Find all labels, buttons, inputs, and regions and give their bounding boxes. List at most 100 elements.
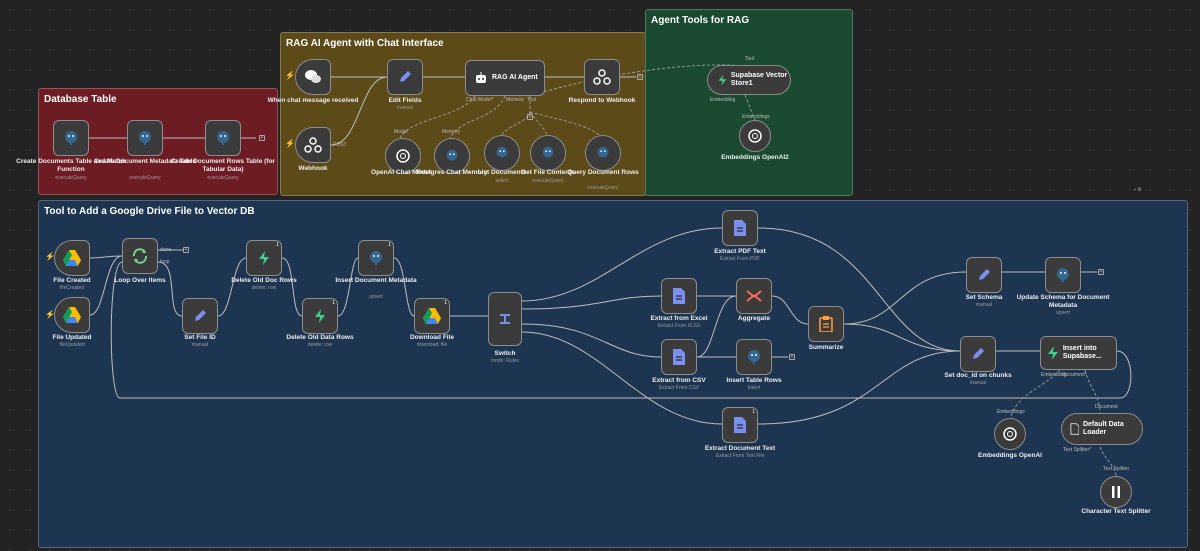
respond-webhook-node[interactable] xyxy=(584,59,620,95)
execution-badge: 1 xyxy=(752,409,755,415)
node-subtitle: select xyxy=(495,178,509,184)
port-label: loop xyxy=(160,259,170,265)
supabase-icon xyxy=(718,74,727,86)
aggregate-node[interactable] xyxy=(736,278,772,314)
extract-excel-node[interactable] xyxy=(661,278,697,314)
pencil-icon xyxy=(979,269,990,280)
sticky-agent-tools[interactable]: Agent Tools for RAG xyxy=(645,9,853,196)
postgres-icon xyxy=(1057,268,1069,282)
trigger-bolt-icon: ⚡ xyxy=(45,310,55,319)
node-label: When chat message received xyxy=(267,97,359,104)
node-subtitle: delete: row xyxy=(307,342,333,348)
switch-node[interactable] xyxy=(488,292,522,346)
extract-pdf-node[interactable] xyxy=(722,210,758,246)
set-schema-node[interactable] xyxy=(966,257,1002,293)
node-subtitle: Extract From XLSX xyxy=(657,323,701,329)
file-created-node[interactable] xyxy=(54,240,90,276)
postgres-icon xyxy=(496,146,508,158)
webhook-node[interactable] xyxy=(295,127,331,163)
pencil-icon xyxy=(195,310,206,321)
create-doc-rows-node[interactable] xyxy=(205,120,241,156)
node-label: Update Schema for Document Metadata xyxy=(1016,294,1110,309)
node-label: File Created xyxy=(53,277,91,284)
add-node-plus-icon[interactable]: + xyxy=(789,354,795,360)
get-file-contents-node[interactable] xyxy=(530,135,566,171)
supabase-vector-store-node[interactable]: Supabase Vector Store1 xyxy=(707,65,791,95)
node-subtitle: delete: row xyxy=(251,285,277,291)
add-tool-plus-icon[interactable]: + xyxy=(527,114,533,120)
embeddings-openai2-node[interactable] xyxy=(739,120,771,152)
create-docs-table-node[interactable] xyxy=(53,120,89,156)
add-node-plus-icon[interactable]: + xyxy=(1098,269,1104,275)
google-drive-icon xyxy=(63,307,81,323)
insert-supabase-node[interactable]: Insert into Supabase... xyxy=(1040,336,1117,370)
extract-file-icon xyxy=(673,288,685,304)
node-subtitle: executeQuery xyxy=(129,175,161,181)
node-label: Summarize xyxy=(808,344,844,351)
sticky-title: Tool to Add a Google Drive File to Vecto… xyxy=(44,206,255,217)
node-subtitle: fileUpdated xyxy=(59,342,85,348)
port-label: Document xyxy=(1095,404,1118,410)
extract-doc-text-node[interactable]: 1 xyxy=(722,407,758,443)
google-drive-icon xyxy=(63,250,81,266)
node-subtitle: upsert xyxy=(1056,310,1070,316)
node-subtitle: mode: Rules xyxy=(490,358,520,364)
edit-fields-node[interactable] xyxy=(387,59,423,95)
webhook-icon xyxy=(593,69,611,85)
embeddings-openai-node[interactable] xyxy=(994,418,1026,450)
supabase-icon xyxy=(259,251,269,265)
postgres-icon xyxy=(139,131,151,145)
update-schema-node[interactable] xyxy=(1045,257,1081,293)
loop-over-items-node[interactable] xyxy=(122,238,158,274)
delete-old-data-rows-node[interactable]: 1 xyxy=(302,298,338,334)
node-subtitle: Extract From Text File xyxy=(715,453,765,459)
openai-icon xyxy=(748,129,762,143)
port-label: Model xyxy=(394,129,408,135)
file-updated-node[interactable] xyxy=(54,297,90,333)
node-label: Set File ID xyxy=(184,334,216,341)
insert-table-rows-node[interactable] xyxy=(736,339,772,375)
node-label: Create Document Rows Table (for Tabular … xyxy=(171,158,275,173)
node-label: Insert Table Rows xyxy=(726,377,782,384)
node-label: Delete Old Doc Rows xyxy=(231,277,297,284)
execution-badge: 1 xyxy=(444,300,447,306)
switch-icon xyxy=(500,314,510,324)
robot-icon xyxy=(476,72,486,83)
set-doc-id-node[interactable] xyxy=(960,336,996,372)
default-data-loader-node[interactable]: Default Data Loader xyxy=(1061,413,1143,445)
canvas-control-icon[interactable]: ▪ ⚙ xyxy=(1134,187,1142,193)
delete-old-doc-rows-node[interactable]: 1 xyxy=(246,240,282,276)
webhook-icon xyxy=(304,137,322,153)
node-subtitle: download: file xyxy=(416,342,448,348)
node-subtitle: manual xyxy=(396,105,414,111)
port-label: Embedding xyxy=(710,97,736,103)
port-label: Embeddings xyxy=(742,114,770,120)
openai-icon xyxy=(1003,427,1017,441)
node-label: Switch xyxy=(494,350,516,357)
add-node-plus-icon[interactable]: + xyxy=(183,247,189,253)
execution-badge: 1 xyxy=(276,242,279,248)
set-file-id-node[interactable] xyxy=(182,298,218,334)
query-doc-rows-node[interactable] xyxy=(585,135,621,171)
splitter-icon xyxy=(1112,486,1120,498)
supabase-icon xyxy=(315,309,325,323)
download-file-node[interactable]: 1 xyxy=(414,298,450,334)
chat-trigger-node[interactable] xyxy=(295,59,331,95)
extract-csv-node[interactable] xyxy=(661,339,697,375)
openai-chat-node[interactable] xyxy=(385,138,421,174)
execution-badge: 1 xyxy=(388,242,391,248)
insert-doc-metadata-node[interactable]: 1 xyxy=(358,240,394,276)
create-doc-metadata-node[interactable] xyxy=(127,120,163,156)
port-label: Document* xyxy=(1062,372,1087,378)
postgres-memory-node[interactable] xyxy=(434,138,470,174)
add-node-plus-icon[interactable]: + xyxy=(637,74,643,80)
node-subtitle: executeQuery xyxy=(587,185,619,191)
add-node-plus-icon[interactable]: + xyxy=(259,135,265,141)
node-label: Create Document Metadata Table xyxy=(93,158,197,165)
character-text-splitter-node[interactable] xyxy=(1100,476,1132,508)
rag-agent-node[interactable]: RAG AI Agent xyxy=(465,60,545,96)
node-label: Query Document Rows xyxy=(567,169,639,176)
list-documents-node[interactable] xyxy=(484,135,520,171)
summarize-node[interactable] xyxy=(808,306,844,342)
